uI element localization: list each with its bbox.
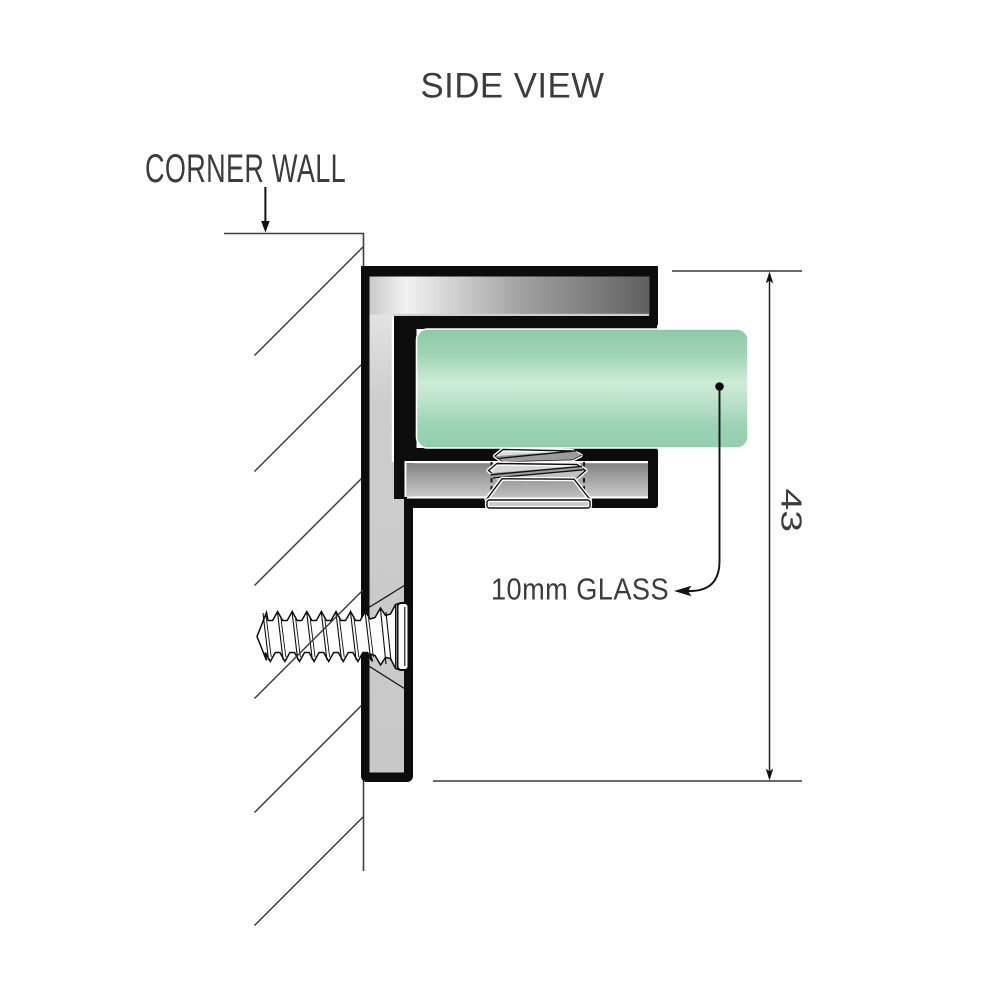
svg-text:43: 43: [775, 489, 807, 533]
svg-text:SIDE VIEW: SIDE VIEW: [421, 66, 605, 106]
svg-text:CORNER WALL: CORNER WALL: [145, 147, 346, 191]
svg-text:10mm GLASS: 10mm GLASS: [491, 572, 669, 607]
